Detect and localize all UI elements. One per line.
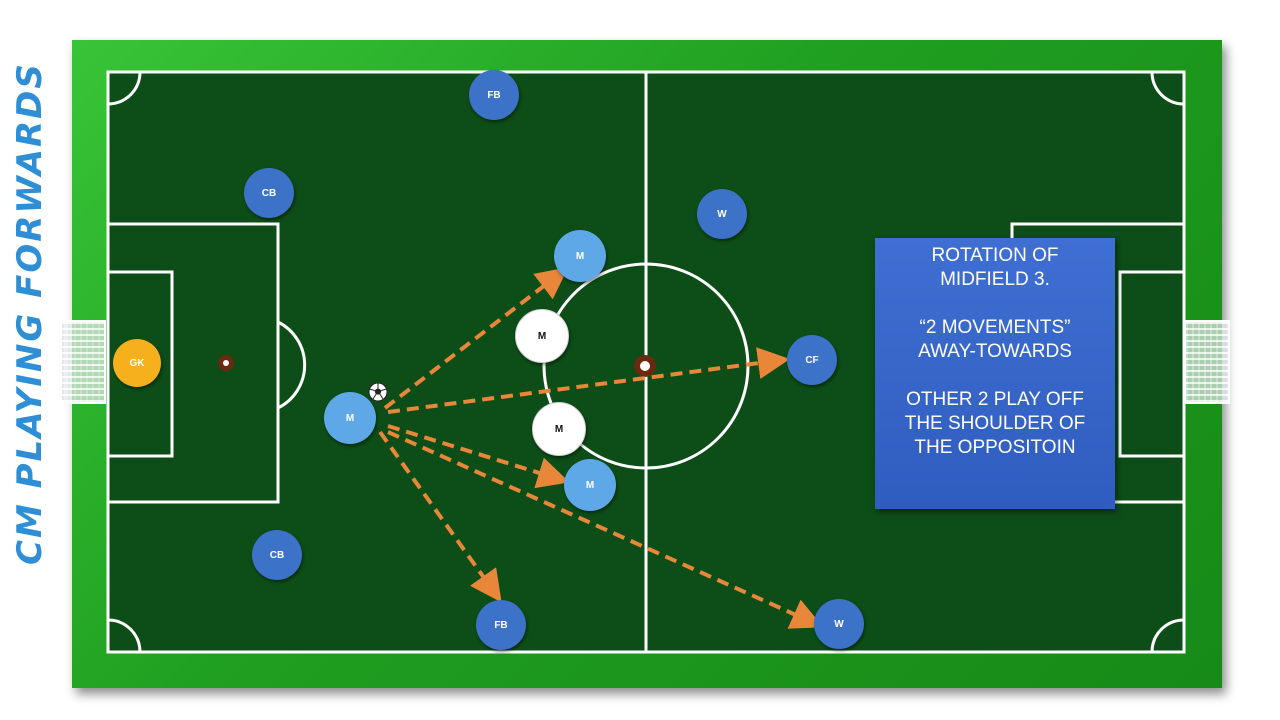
player-cb-bottom: CB [252,530,302,580]
player-cb-top: CB [244,168,294,218]
player-fb-top: FB [469,70,519,120]
player-w-bottom: W [814,599,864,649]
opponent-m-top: M [515,309,569,363]
corner-arc-top-right [1150,71,1185,106]
info-line: OTHER 2 PLAY OFF [906,389,1084,410]
corner-arc-bottom-left [107,618,142,653]
right-six-yard-box [1118,270,1186,458]
right-goal [1184,320,1230,404]
player-m-top: M [554,230,606,282]
pass-arrow-to-w-bottom [387,430,824,629]
corner-arc-top-left [107,71,142,106]
pass-arrow-to-fb-bottom [378,430,502,603]
player-m-in-possession: M [324,392,376,444]
player-m-bottom: M [564,459,616,511]
info-line: “2 MOVEMENTS” [919,317,1071,338]
player-cf: CF [787,335,837,385]
left-penalty-spot [223,360,229,366]
left-goal [60,320,106,404]
corner-arc-bottom-right [1150,618,1185,653]
player-w-top: W [697,189,747,239]
info-line: THE SHOULDER OF [904,413,1086,434]
player-fb-bottom: FB [476,600,526,650]
info-line: THE OPPOSITOIN [914,437,1076,458]
pass-arrow-to-m-bottom [387,424,570,489]
soccer-ball-icon [368,382,388,402]
info-line: AWAY-TOWARDS [918,341,1072,362]
pass-arrow-to-cf [387,347,790,414]
player-goalkeeper: GK [113,339,161,387]
centre-spot [640,361,650,371]
opponent-m-bottom: M [532,402,586,456]
left-penalty-arc [277,320,307,410]
info-line: MIDFIELD 3. [940,269,1050,290]
left-six-yard-box [106,270,174,458]
info-box: ROTATION OF MIDFIELD 3. “2 MOVEMENTS” AW… [875,238,1115,509]
info-line: ROTATION OF [931,245,1059,266]
